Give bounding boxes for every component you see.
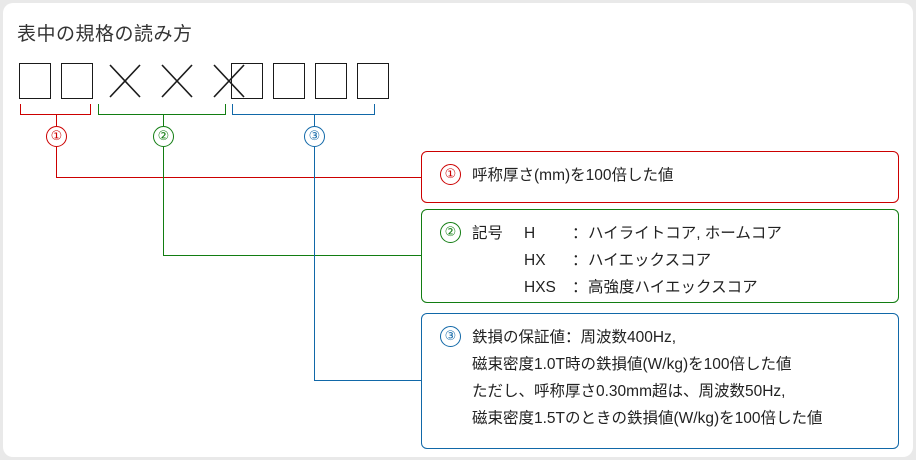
legend-code-h: H	[524, 225, 536, 242]
callout-box-1: ① 呼称厚さ(mm)を100倍した値	[421, 151, 899, 203]
group-marker-2: ②	[153, 126, 174, 147]
symbol-box-3	[231, 63, 263, 99]
symbol-box-2	[61, 63, 93, 99]
legend-row-hxs: HXS ： 高強度ハイエックスコア	[472, 274, 782, 301]
legend-code-hx: HX	[524, 252, 546, 269]
bracket-stem-3	[314, 115, 315, 126]
symbol-box-4	[273, 63, 305, 99]
diagram-card: 表中の規格の読み方	[3, 3, 913, 457]
legend-desc-hxs: 高強度ハイエックスコア	[588, 279, 758, 296]
symbol-box-1	[19, 63, 51, 99]
connector-1-vertical	[56, 147, 57, 178]
symbol-cross-2	[161, 63, 193, 99]
callout-marker-1: ①	[440, 164, 461, 185]
bracket-stem-1	[56, 115, 57, 126]
connector-3-horizontal	[314, 380, 422, 381]
symbol-cross-3	[213, 63, 245, 99]
callout-3-line-3: ただし、呼称厚さ0.30mm超は、周波数50Hz,	[472, 383, 786, 400]
callout-marker-3: ③	[440, 326, 461, 347]
group-marker-3: ③	[304, 126, 325, 147]
symbol-box-5	[315, 63, 347, 99]
symbol-box-6	[357, 63, 389, 99]
callout-text-3: 鉄損の保証値：周波数400Hz, 磁束密度1.0T時の鉄損値(W/kg)を100…	[472, 324, 823, 432]
legend-row-hx: HX ： ハイエックスコア	[472, 247, 782, 274]
callout-box-2: ② 記号 H ： ハイライトコア, ホームコア HX ： ハイエックスコア HX	[421, 209, 899, 303]
callout-1-line-1: 呼称厚さ(mm)を100倍した値	[472, 167, 674, 184]
legend-desc-hx: ハイエックスコア	[588, 252, 712, 269]
callout-box-3: ③ 鉄損の保証値：周波数400Hz, 磁束密度1.0T時の鉄損値(W/kg)を1…	[421, 313, 899, 449]
connector-2-horizontal	[163, 255, 422, 256]
legend-label-kigou: 記号	[472, 225, 504, 242]
legend-colon-h: ：	[572, 225, 588, 242]
callout-text-1: 呼称厚さ(mm)を100倍した値	[472, 162, 674, 189]
callout-3-line-4: 磁束密度1.5Tのときの鉄損値(W/kg)を100倍した値	[472, 410, 823, 427]
page-title: 表中の規格の読み方	[17, 24, 193, 45]
callout-text-2: 記号 H ： ハイライトコア, ホームコア HX ： ハイエックスコア HXS …	[472, 220, 782, 301]
bracket-group-2	[98, 104, 226, 115]
connector-1-horizontal	[56, 177, 422, 178]
bracket-stem-2	[163, 115, 164, 126]
callout-3-line-1: 鉄損の保証値：周波数400Hz,	[472, 329, 677, 346]
legend-code-hxs: HXS	[524, 279, 556, 296]
callout-3-line-2: 磁束密度1.0T時の鉄損値(W/kg)を100倍した値	[472, 356, 792, 373]
connector-2-vertical	[163, 147, 164, 256]
connector-3-vertical	[314, 147, 315, 381]
legend-row-h: 記号 H ： ハイライトコア, ホームコア	[472, 220, 782, 247]
symbol-cross-1	[109, 63, 141, 99]
legend-colon-hx: ：	[572, 252, 588, 269]
bracket-group-1	[20, 104, 91, 115]
legend-colon-hxs: ：	[572, 279, 588, 296]
bracket-group-3	[232, 104, 375, 115]
callout-marker-2: ②	[440, 222, 461, 243]
legend-desc-h: ハイライトコア, ホームコア	[588, 225, 782, 242]
group-marker-1: ①	[46, 126, 67, 147]
